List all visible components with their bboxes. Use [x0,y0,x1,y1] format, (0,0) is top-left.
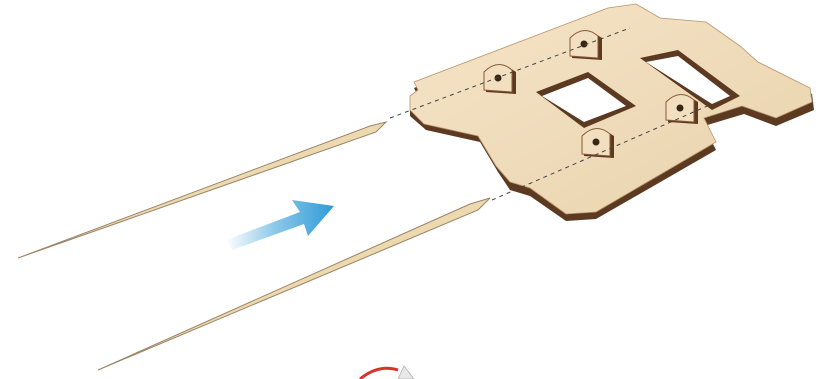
partial-next-step-icon [360,366,414,379]
chassis-plate [410,4,814,221]
toothpick-axle-left [18,122,386,258]
insert-direction-arrow-icon [226,200,334,250]
